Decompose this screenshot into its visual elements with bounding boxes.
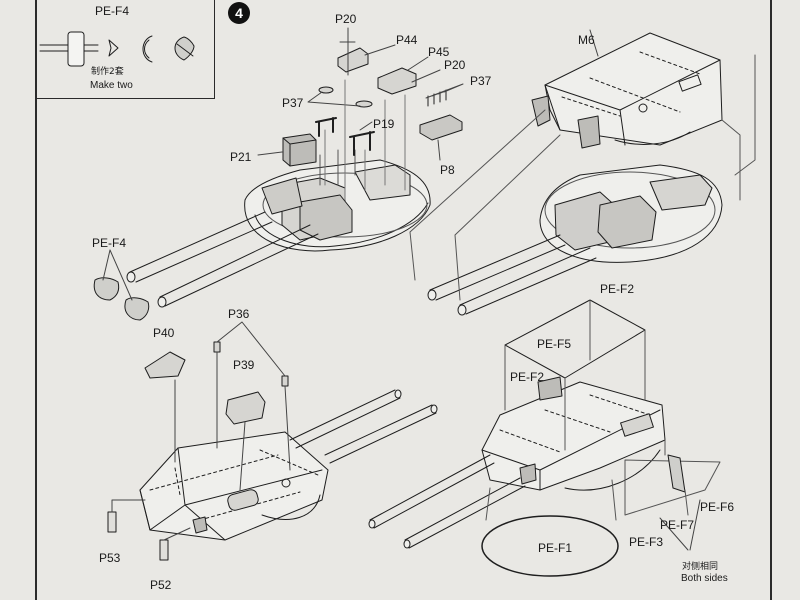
turret-bottom-left-parts [107, 321, 291, 561]
label-pe-f1: PE-F1 [538, 541, 573, 555]
inset-instruction-en: Make two [90, 80, 133, 91]
label-pe-f2-top: PE-F2 [600, 282, 635, 296]
step-number-badge: 4 [228, 2, 250, 24]
label-p40: P40 [153, 326, 175, 340]
turret-housing-m6 [531, 29, 723, 149]
label-p20-right: P20 [444, 58, 466, 72]
label-both-sides-en: Both sides [681, 573, 728, 584]
label-p37-left: P37 [282, 96, 304, 110]
turret-top-left-parts [257, 27, 464, 201]
inset-box [35, 0, 215, 99]
part-p21-box [282, 133, 317, 167]
label-p37-right: P37 [470, 74, 492, 88]
right-page-edge [770, 0, 772, 600]
label-pe-f3: PE-F3 [629, 535, 664, 549]
turret-bottom-right [368, 299, 721, 577]
label-p8: P8 [440, 163, 455, 177]
label-p45: P45 [428, 45, 450, 59]
label-pe-f7: PE-F7 [660, 518, 695, 532]
label-p21: P21 [230, 150, 252, 164]
label-p19: P19 [373, 117, 395, 131]
label-p44: P44 [396, 33, 418, 47]
inset-instruction-cn: 制作2套 [91, 67, 124, 77]
label-both-sides-cn: 对侧相同 [682, 562, 719, 572]
label-pe-f2-side: PE-F2 [510, 370, 545, 384]
label-pe-f6: PE-F6 [700, 500, 735, 514]
label-p36: P36 [228, 307, 250, 321]
left-page-edge [35, 0, 37, 600]
fold-arrow-icon [108, 39, 119, 57]
turret-bottom-left [139, 389, 438, 541]
label-p52: P52 [150, 578, 172, 592]
label-pe-f5: PE-F5 [537, 337, 572, 351]
turret-right-middle [409, 54, 756, 316]
label-p53: P53 [99, 551, 121, 565]
label-m6: M6 [578, 33, 595, 47]
label-p20-top: P20 [335, 12, 357, 26]
label-pe-f4: PE-F4 [92, 236, 127, 250]
inset-fold-sequence [39, 31, 195, 67]
pe-f4-parts-left [93, 249, 150, 321]
inset-part-label: PE-F4 [95, 4, 130, 18]
label-p39: P39 [233, 358, 255, 372]
turret-top-left [126, 149, 431, 308]
